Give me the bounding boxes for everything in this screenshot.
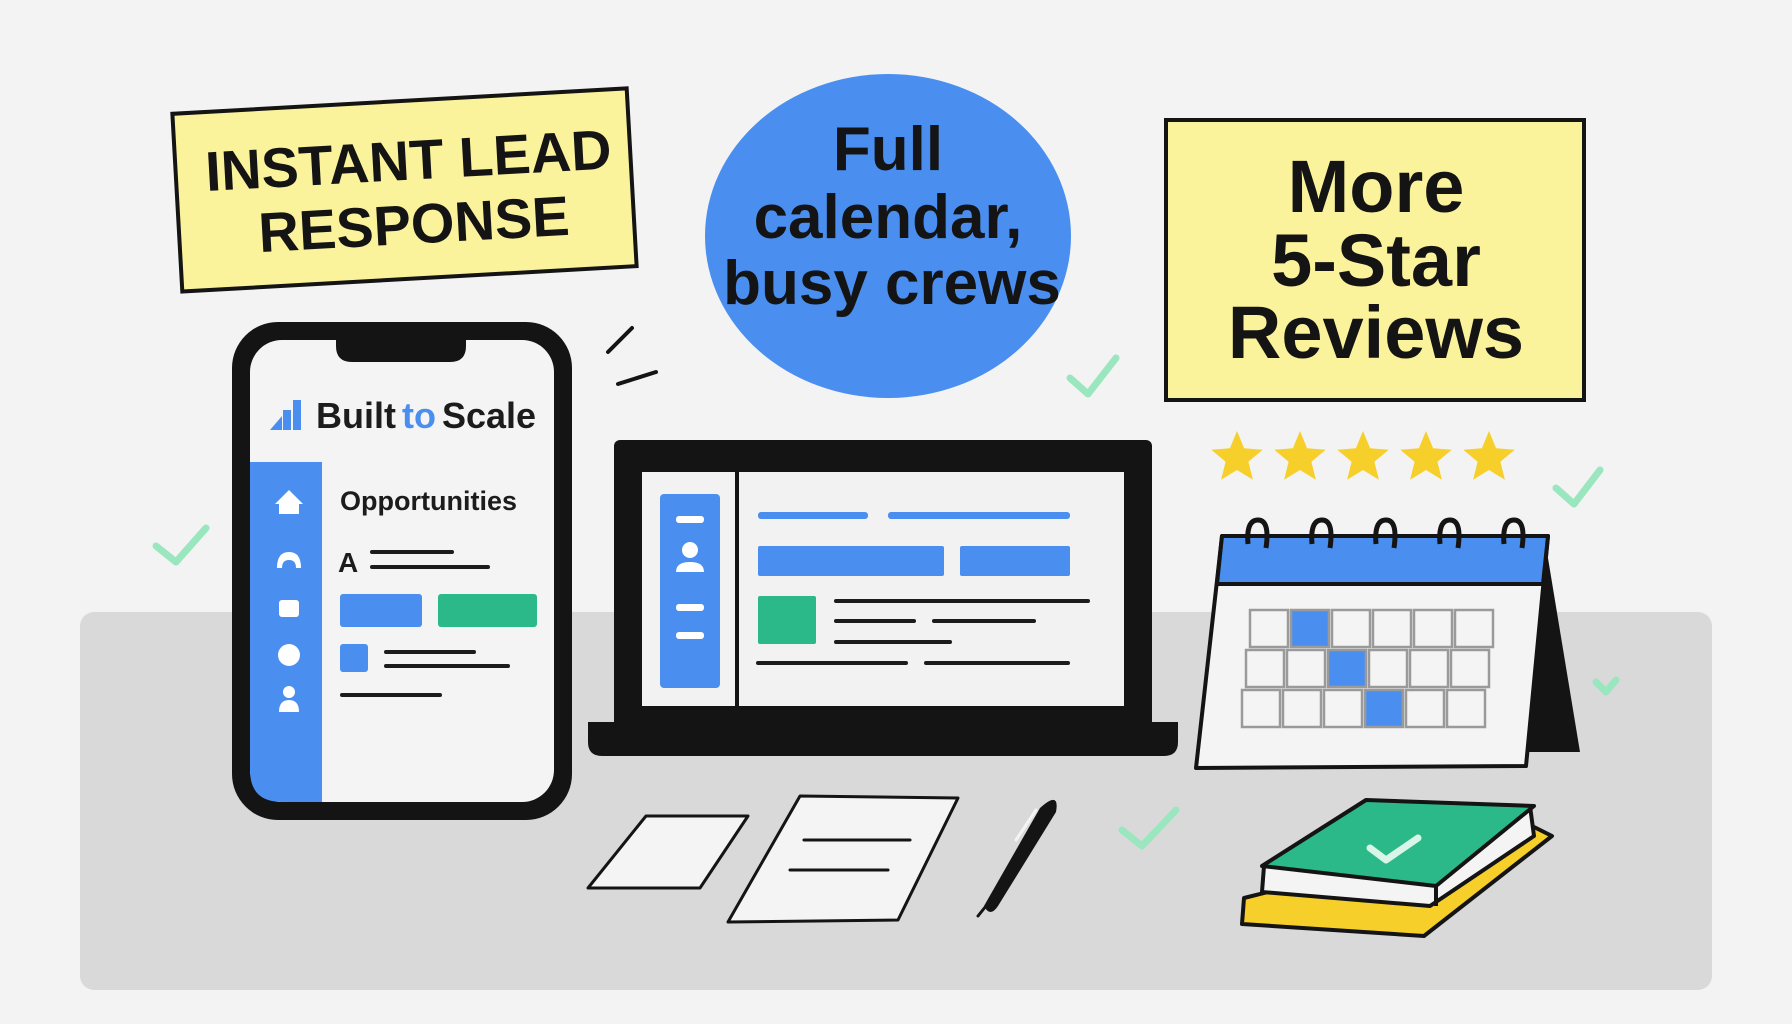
calendar-day-cell [1445,688,1487,729]
calendar-day-cell [1248,608,1290,649]
calendar-icon [279,600,299,617]
bubble-line2: calendar, [754,183,1023,252]
phone-list-avatar [340,644,368,672]
accent-strokes [606,326,658,386]
calendar-day-cell [1330,608,1372,649]
check-icon [152,524,210,566]
check-icon [1066,354,1120,398]
bubble-line1: Full [833,115,943,184]
brand-logo-icon [270,400,301,430]
calendar-day-cell [1449,648,1491,689]
home-icon [275,490,303,514]
phone-nav-icons [275,490,303,712]
chat-icon [278,644,300,666]
calendar-day-cell [1453,608,1495,649]
check-icon [1366,834,1422,864]
calendar-day-cell [1408,648,1450,689]
laptop-blue-block[interactable] [758,546,944,576]
contacts-icon [277,552,301,568]
laptop-green-block [758,596,816,644]
document-sheet [726,794,960,924]
calendar-day-cell [1289,608,1331,649]
bubble-line3: busy crews [723,249,1061,318]
sign-reviews-line2: 5-Star [1271,219,1481,302]
phone-blue-button[interactable] [340,594,422,627]
phone-green-button[interactable] [438,594,537,627]
star-icon [1211,431,1263,480]
calendar-day-cell [1404,688,1446,729]
calendar-day-cell [1281,688,1323,729]
laptop-blue-block-2[interactable] [960,546,1070,576]
bubble-full-calendar: Full calendar, busy crews [705,74,1071,398]
calendar-day-cell [1285,648,1327,689]
papers [586,794,960,924]
desk-calendar [1194,517,1580,770]
check-icon [1552,466,1604,508]
calendar-day-cell [1326,648,1368,689]
pen-icon [976,799,1057,918]
star-icon [1274,431,1326,480]
calendar-day-cell [1412,608,1454,649]
user-icon [682,542,698,558]
star-icon [1337,431,1389,480]
notebook-icon [1240,798,1554,938]
star-icon [1463,431,1515,480]
calendar-day-cell [1367,648,1409,689]
sign-reviews-line3: Reviews [1228,291,1524,374]
laptop [588,440,1178,756]
phone-heading: Opportunities [340,486,517,516]
calendar-day-cell [1240,688,1282,729]
calendar-day-cell [1244,648,1286,689]
phone-list-initial: A [338,547,358,578]
calendar-grid [1240,608,1495,729]
user-icon [279,686,299,712]
calendar-day-cell [1363,688,1405,729]
sign-reviews-line1: More [1288,145,1465,228]
decorative-checks [152,354,1620,850]
sign-five-star-reviews: More 5-Star Reviews [1164,118,1586,402]
calendar-day-cell [1322,688,1364,729]
calendar-day-cell [1371,608,1413,649]
sign-instant-lead-response: INSTANT LEAD RESPONSE [170,86,639,294]
five-star-rating [1211,431,1515,480]
check-icon [1118,806,1180,850]
star-icon [1400,431,1452,480]
check-icon [1592,676,1620,696]
sticky-note [586,814,750,890]
